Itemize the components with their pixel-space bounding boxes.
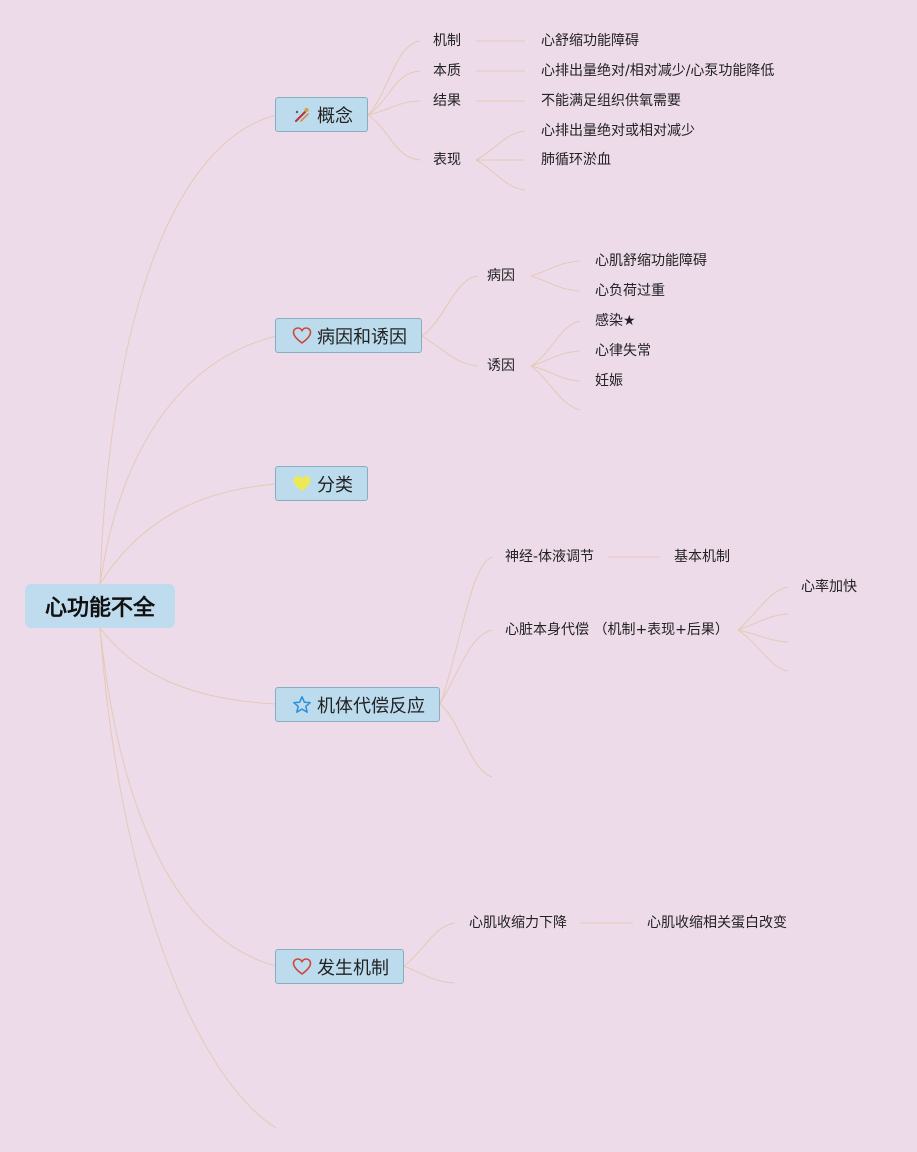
connector-manifest-3 [475, 159, 526, 191]
topic-compensation-label: 机体代偿反应 [317, 695, 425, 717]
causes-triggers-label[interactable]: 诱因 [487, 358, 515, 374]
connector-root-concept [99, 114, 277, 585]
compensation-neurohumoral-detail[interactable]: 基本机制 [674, 549, 730, 565]
concept-manifestation-label[interactable]: 表现 [433, 152, 461, 168]
connector-triggers-4 [530, 365, 581, 411]
star-icon [292, 695, 312, 715]
connector-comp-neuro [439, 556, 493, 705]
root-topic-label: 心功能不全 [44, 596, 155, 621]
connector-etiology-2 [530, 275, 581, 292]
concept-mechanism-detail[interactable]: 心舒缩功能障碍 [541, 33, 639, 49]
heart-icon [292, 326, 312, 346]
connector-patho-contract [403, 922, 456, 967]
connector-cardiac-1 [737, 586, 789, 631]
connector-cardiac-3 [737, 629, 789, 643]
topic-causes-label: 病因和诱因 [317, 326, 407, 348]
connector-comp-cardiac [439, 629, 493, 705]
connector-cardiac-2 [737, 613, 789, 631]
connector-root-extra [99, 627, 277, 1129]
pathogenesis-contractility-detail[interactable]: 心肌收缩相关蛋白改变 [647, 915, 787, 931]
connector-etiology-1 [530, 260, 581, 277]
pathogenesis-contractility-label[interactable]: 心肌收缩力下降 [469, 915, 567, 931]
connector-concept-result [367, 100, 421, 116]
connector-root-causes [99, 335, 277, 585]
connector-comp-extra [439, 703, 493, 778]
connector-triggers-2 [530, 350, 581, 367]
heart-filled-icon [292, 474, 312, 494]
connector-concept-mechanism [367, 40, 421, 116]
concept-essence-detail[interactable]: 心排出量绝对/相对减少/心泵功能降低 [541, 63, 775, 79]
concept-manifestation-detail[interactable]: 心排出量绝对或相对减少 [541, 123, 695, 139]
connector-root-pathogenesis [99, 627, 277, 967]
connector-manifest-1 [475, 130, 526, 161]
concept-result-detail[interactable]: 不能满足组织供氧需要 [541, 93, 681, 109]
concept-result-label[interactable]: 结果 [433, 93, 461, 109]
causes-trigger-item[interactable]: 心律失常 [595, 343, 651, 359]
connector-causes-triggers [421, 335, 479, 367]
heart-icon [292, 957, 312, 977]
topic-pathogenesis-label: 发生机制 [317, 957, 389, 979]
causes-trigger-item[interactable]: 感染★ [595, 313, 636, 329]
topic-concept-label: 概念 [317, 105, 353, 127]
topic-concept[interactable]: 概念 [275, 97, 368, 132]
causes-etiology-label[interactable]: 病因 [487, 268, 515, 284]
connector-causes-etiology [421, 275, 479, 337]
concept-manifestation-detail[interactable]: 肺循环淤血 [541, 152, 611, 168]
connector-concept-essence [367, 70, 421, 116]
compensation-neurohumoral-label[interactable]: 神经-体液调节 [505, 549, 595, 565]
connector-root-classification [99, 483, 277, 585]
topic-causes[interactable]: 病因和诱因 [275, 318, 422, 353]
concept-essence-label[interactable]: 本质 [433, 63, 461, 79]
tools-icon [292, 105, 312, 125]
compensation-cardiac-item[interactable]: 心率加快 [801, 579, 857, 595]
connector-concept-manifestation [367, 114, 421, 161]
concept-mechanism-label[interactable]: 机制 [433, 33, 461, 49]
topic-pathogenesis[interactable]: 发生机制 [275, 949, 404, 984]
topic-classification-label: 分类 [317, 474, 353, 496]
connector-root-compensation [99, 627, 277, 705]
causes-trigger-item[interactable]: 妊娠 [595, 373, 623, 389]
causes-etiology-item[interactable]: 心肌舒缩功能障碍 [595, 253, 707, 269]
connector-triggers-1 [530, 320, 581, 367]
topic-classification[interactable]: 分类 [275, 466, 368, 501]
topic-compensation[interactable]: 机体代偿反应 [275, 687, 440, 722]
connector-patho-extra [403, 965, 456, 984]
root-topic[interactable]: 心功能不全 [25, 584, 175, 628]
causes-etiology-item[interactable]: 心负荷过重 [595, 283, 665, 299]
compensation-cardiac-label[interactable]: 心脏本身代偿 （机制+表现+后果） [505, 622, 729, 638]
connector-cardiac-4 [737, 629, 789, 672]
connector-triggers-3 [530, 365, 581, 382]
